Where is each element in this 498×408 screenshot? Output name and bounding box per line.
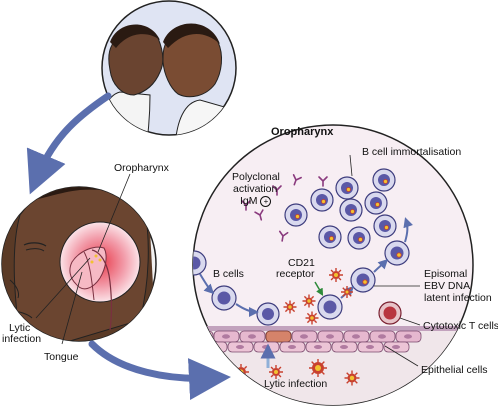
lytic-infection-label-1: Lytic — [9, 322, 31, 334]
ebv-virions — [283, 268, 353, 325]
spread-arrow — [88, 340, 231, 401]
lytic-infection-label-2: infection — [2, 333, 42, 345]
epithelial-cell — [193, 330, 214, 343]
cd21-label-2: receptor — [276, 268, 315, 280]
oropharynx-detail-circle — [192, 124, 474, 406]
oropharynx-label: Oropharynx — [114, 162, 169, 174]
epithelial-cell — [201, 341, 228, 353]
b-cell-immortalisation-label: B cell immortalisation — [362, 146, 462, 158]
b-cells-label: B cells — [213, 268, 244, 280]
antibody — [254, 209, 264, 221]
virion — [329, 268, 343, 282]
tongue-leader-line — [61, 271, 83, 345]
epithelial-leader-line — [384, 345, 419, 367]
infected-epithelial-cell — [265, 330, 292, 343]
immortalised-b-cell — [310, 188, 334, 212]
head-profile-illustration — [1, 186, 157, 342]
epithelial-cell — [193, 341, 202, 353]
polyclonal-label-1: Polyclonal — [232, 171, 280, 183]
virion — [341, 286, 353, 298]
igm-antibodies — [241, 174, 328, 242]
tongue-label: Tongue — [44, 351, 79, 363]
antibody — [292, 174, 302, 186]
b-cell-pathway — [193, 217, 413, 368]
immortalised-b-cell — [284, 203, 308, 227]
immortalised-b-cells — [284, 168, 397, 250]
oropharynx-title: Oropharynx — [271, 126, 334, 138]
episomal-label-1: Episomal — [424, 268, 468, 280]
immortalised-b-cell — [364, 191, 388, 215]
virion — [269, 365, 283, 379]
virion — [309, 359, 327, 377]
lytic-infection-bottom-label: Lytic infection — [264, 378, 328, 390]
immortalised-b-cell — [318, 225, 342, 249]
virion — [305, 311, 319, 325]
cytotoxic-t-cells-label: Cytotoxic T cells — [423, 320, 498, 332]
immortalised-b-cell — [339, 198, 363, 222]
kissing-couple-illustration — [101, 0, 237, 136]
antibody — [241, 200, 251, 211]
cd21-label-1: CD21 — [288, 257, 315, 269]
virion — [302, 294, 316, 308]
antibody — [278, 230, 289, 242]
immortalisation-leader-line — [349, 154, 353, 177]
polyclonal-label-2: activation — [233, 183, 278, 195]
cytotoxic-leader-line — [399, 317, 421, 326]
immortalised-b-cell — [335, 176, 359, 200]
episomal-label-3: latent infection — [424, 292, 492, 304]
virion — [229, 388, 243, 402]
virion — [283, 300, 297, 314]
virion — [344, 370, 360, 386]
antibody — [272, 185, 282, 196]
transmission-arrow — [26, 92, 112, 195]
igm-label: IgM + — [240, 195, 272, 207]
immortalised-b-cell — [347, 226, 371, 250]
immortalised-b-cell — [373, 214, 397, 238]
oropharynx-leader-line — [97, 173, 131, 253]
lytic-infection-leader-line — [35, 257, 91, 319]
plus-icon: + — [260, 195, 272, 207]
episomal-label-2: EBV DNA — [424, 280, 471, 292]
igm-text: IgM — [240, 195, 258, 207]
antibody — [318, 176, 328, 187]
immortalised-b-cell — [372, 168, 396, 192]
epithelial-cells-label: Epithelial cells — [421, 364, 488, 376]
